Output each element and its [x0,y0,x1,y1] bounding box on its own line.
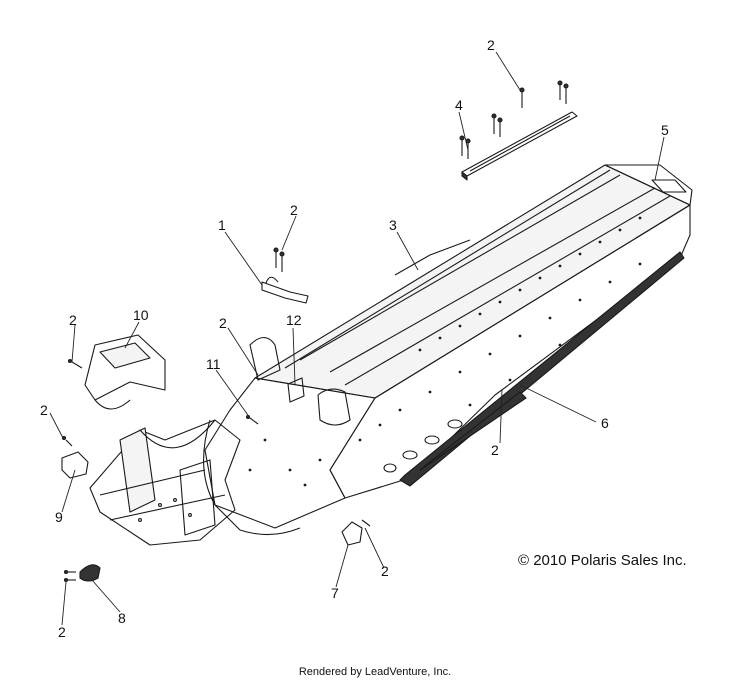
callout-labels: 2 4 5 2 1 3 10 2 2 12 11 2 6 2 9 2 7 8 2 [40,37,669,640]
leader-lines [49,51,665,626]
callout-8: 8 [118,610,126,626]
callout-2-plate: 2 [381,563,389,579]
callout-2-bracket: 2 [290,202,298,218]
small-bracket [61,435,89,479]
front-frame [89,419,241,546]
callout-2-bottom: 2 [58,624,66,640]
callout-6: 6 [601,415,609,431]
screw-11 [245,414,259,425]
callout-1: 1 [218,217,226,233]
tunnel-edge-trim [394,239,471,276]
rivet-pattern [248,216,642,487]
tunnel-chassis [203,164,693,536]
bracket-1 [261,247,309,304]
callout-5: 5 [661,122,669,138]
end-cap-5 [651,179,687,193]
front-bracket [67,334,166,410]
callout-4: 4 [455,97,463,113]
callout-2-rail: 2 [491,442,499,458]
rail-bar [461,111,578,181]
callout-2-front-bracket: 2 [69,312,77,328]
callout-3: 3 [389,217,397,233]
callout-2-left: 2 [40,402,48,418]
shield-8 [63,564,101,583]
callout-11: 11 [206,356,221,372]
copyright-notice: © 2010 Polaris Sales Inc. [518,552,687,569]
callout-2-top: 2 [487,37,495,53]
footer-credit: Rendered by LeadVenture, Inc. [298,666,452,678]
plate-7 [341,519,371,546]
callout-2-chassis: 2 [219,315,227,331]
callout-12: 12 [286,312,302,328]
callout-9: 9 [55,509,63,525]
bracket-12 [287,377,305,403]
side-rail-strip [399,251,685,487]
callout-7: 7 [331,585,339,601]
callout-10: 10 [133,307,149,323]
